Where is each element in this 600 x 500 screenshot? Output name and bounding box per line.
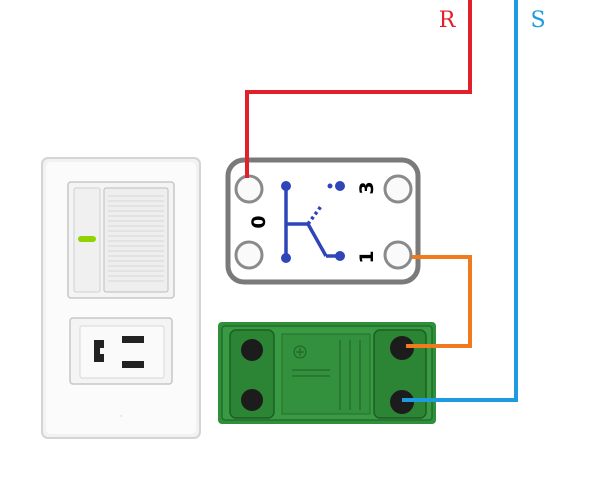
screw-hole-top-right	[383, 174, 413, 204]
screw-hole-bottom-left	[234, 240, 264, 270]
switch-terminal-module: 0 3 1	[225, 157, 421, 285]
screw-hole-bottom-right	[383, 240, 413, 270]
power-outlet	[69, 317, 173, 385]
outlet-terminal-module	[218, 322, 436, 424]
terminal-label-3: 3	[356, 181, 378, 194]
switch-contact-symbol	[284, 186, 340, 258]
svg-text:~: ~	[119, 414, 123, 420]
outlet-terminal-top	[390, 336, 414, 360]
live-wire-label: R	[439, 8, 457, 33]
neutral-wire	[402, 0, 518, 402]
screw-hole-top-left	[234, 174, 264, 204]
rocker-switch	[67, 181, 175, 299]
terminal-label-0: 0	[248, 215, 270, 228]
live-wire	[245, 0, 472, 178]
neutral-wire-label: S	[530, 8, 545, 33]
indicator-light	[78, 236, 96, 242]
jumper-wire	[406, 255, 472, 348]
terminal-label-1: 1	[356, 250, 378, 263]
wall-plate: ~	[41, 157, 201, 439]
